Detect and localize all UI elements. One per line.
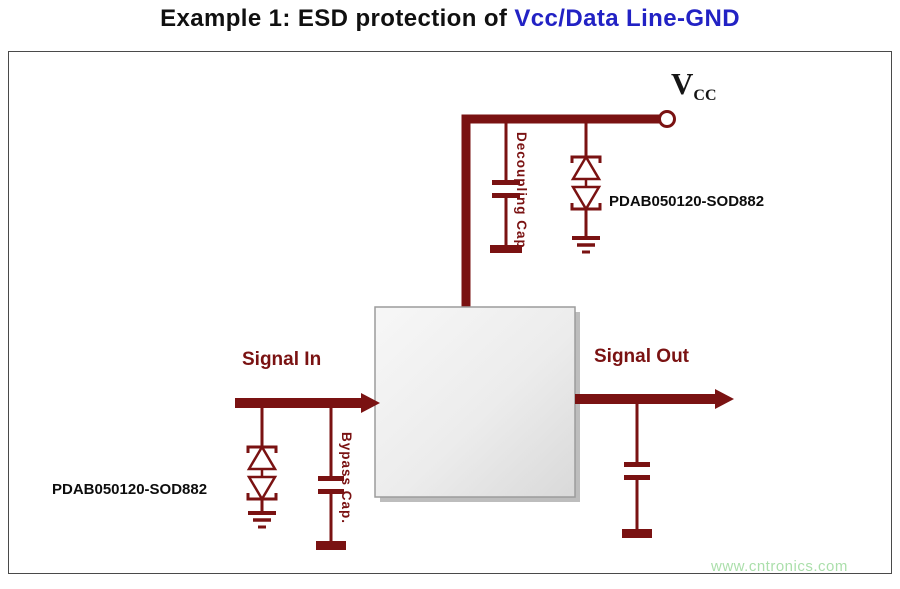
title-suffix: -GND [677,5,740,32]
vcc-wire [461,114,659,308]
signal-in-wire [235,393,380,413]
signal-in-label: Signal In [242,349,322,370]
vcc-main-text: V [671,66,694,101]
signal-out-wire [575,389,734,409]
circuit-drawing [235,110,734,550]
output-capacitor [622,404,652,538]
signal-out-label: Signal Out [594,346,689,367]
decoupling-capacitor [490,123,522,253]
tvs-diode-top [570,123,602,238]
vcc-label: VCC [671,66,717,105]
bypass-capacitor [316,408,346,550]
tvs-left-label: PDAB050120-SOD882 [52,481,208,498]
bypass-cap-label: Bypass Cap. [339,432,354,525]
page-title: Example 1: ESD protection of Vcc/Data Li… [0,5,900,33]
ground-symbol-left [248,511,276,529]
title-prefix: Example 1: ESD protection of [160,5,515,32]
tvs-top-label: PDAB050120-SOD882 [609,193,765,210]
tvs-diode-left [246,408,278,513]
decoupling-ground-bar [490,245,522,253]
circuit-diagram: VCC Decoupling Cap. PDAB050120-SOD882 Si… [8,51,892,575]
title-highlight: Vcc/Data Line [514,5,677,32]
watermark: www.cntronics.com [711,558,848,575]
output-ground-bar [622,529,652,538]
ground-symbol-top [572,236,600,254]
decoupling-cap-label: Decoupling Cap. [514,132,529,254]
vcc-sub-text: CC [693,87,717,104]
ic-block [374,306,580,502]
signal-out-arrow [715,389,734,409]
bypass-ground-bar [316,541,346,550]
signal-in-arrow [361,393,380,413]
vcc-terminal [658,110,676,128]
